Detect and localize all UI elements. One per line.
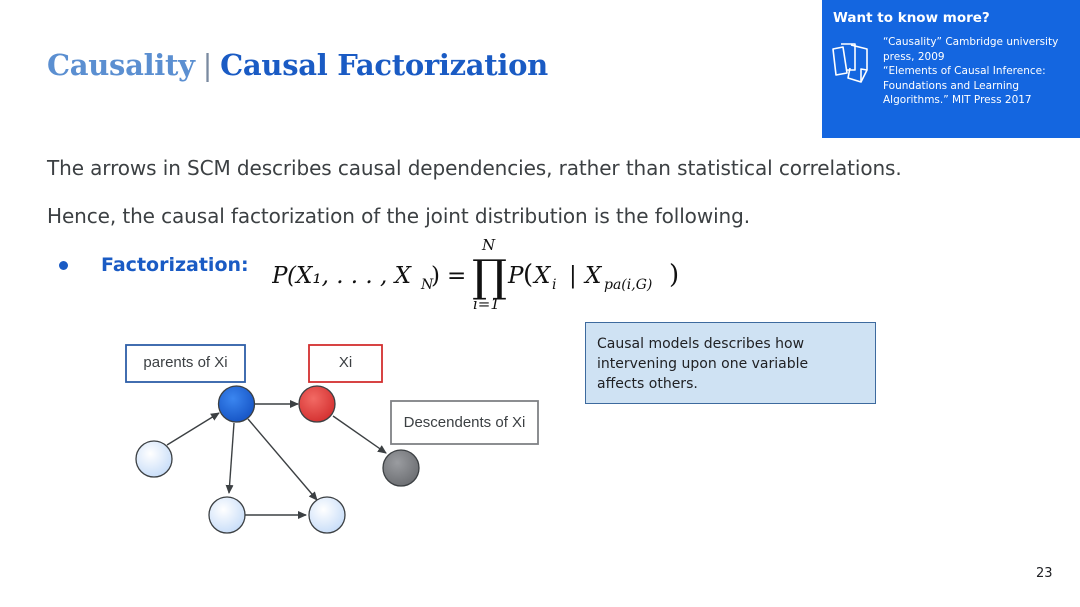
formula-upper-limit: N	[481, 236, 496, 254]
title-separator: |	[202, 48, 213, 82]
edge-parent-to-child-left	[225, 422, 235, 494]
formula-product-symbol: ∏	[472, 251, 507, 302]
xi-node	[298, 385, 336, 423]
reference-line: Foundations and Learning	[883, 79, 1020, 92]
formula-given-bar: |	[569, 263, 577, 289]
xi-label-box	[308, 344, 383, 383]
descendents-label-box	[390, 400, 539, 445]
child-node-right	[308, 496, 346, 534]
formula-rhs-p: P	[507, 263, 524, 289]
descendents-label: Descendents of Xi	[404, 414, 526, 431]
factorization-formula: P (X₁, . . . , X N ) = ∏ N i=1 P ( X i |…	[272, 236, 679, 313]
title-causal-factorization: Causal Factorization	[220, 48, 548, 82]
formula-lhs-close: )	[431, 263, 440, 289]
body-text-line-1: The arrows in SCM describes causal depen…	[47, 156, 902, 180]
title-causality: Causality	[47, 48, 195, 82]
upstream-node	[135, 440, 173, 478]
edge-node-to-parent	[166, 412, 220, 446]
formula-lower-limit: i=1	[473, 295, 500, 313]
slide-title: Causality|Causal Factorization	[47, 48, 548, 82]
body-text-line-2: Hence, the causal factorization of the j…	[47, 204, 750, 228]
reference-line: “Causality” Cambridge university	[883, 36, 1059, 48]
callout-line: affects others.	[597, 376, 698, 392]
formula-rhs-open: (	[523, 260, 533, 290]
parents-label-box	[125, 344, 246, 383]
info-box-heading: Want to know more?	[833, 10, 990, 26]
edge-xi-to-descendent	[332, 415, 387, 454]
formula-equals: =	[447, 263, 466, 289]
edge-parent-to-child-right	[247, 418, 318, 501]
callout-box: Causal models describes how intervening …	[585, 322, 876, 404]
page-number: 23	[1036, 566, 1053, 581]
descendent-node	[382, 449, 420, 487]
reference-line: Algorithms.” MIT Press 2017	[883, 94, 1032, 107]
xi-label: Xi	[339, 354, 352, 371]
factorization-label: Factorization:	[101, 254, 249, 276]
formula-rhs-x-parents: X	[583, 263, 603, 289]
callout-line: Causal models describes how	[597, 336, 805, 352]
formula-rhs-close: )	[669, 260, 679, 290]
formula-rhs-x: X	[532, 263, 552, 289]
reference-line: “Elements of Causal Inference:	[883, 65, 1046, 78]
formula-lhs-p: P	[272, 263, 288, 289]
bullet-dot	[59, 261, 68, 270]
formula-rhs-sub-i: i	[552, 277, 556, 293]
callout-line: intervening upon one variable	[597, 356, 809, 372]
want-to-know-more-box: Want to know more? “Causality” Cambridge…	[822, 0, 1080, 138]
child-node-left	[208, 496, 246, 534]
documents-icon	[832, 43, 868, 83]
formula-rhs-sub-pa: pa(i,G)	[604, 277, 652, 293]
reference-line: press, 2009	[883, 50, 945, 63]
parents-label: parents of Xi	[143, 354, 227, 371]
reference-list: “Causality” Cambridge university press, …	[883, 35, 1075, 108]
formula-lhs-sub-n: N	[420, 277, 434, 293]
formula-lhs-args: (X₁, . . . , X	[287, 263, 413, 289]
parent-node	[217, 385, 256, 423]
causal-graph-diagram: parents of Xi Xi Descendents of Xi	[125, 344, 539, 534]
